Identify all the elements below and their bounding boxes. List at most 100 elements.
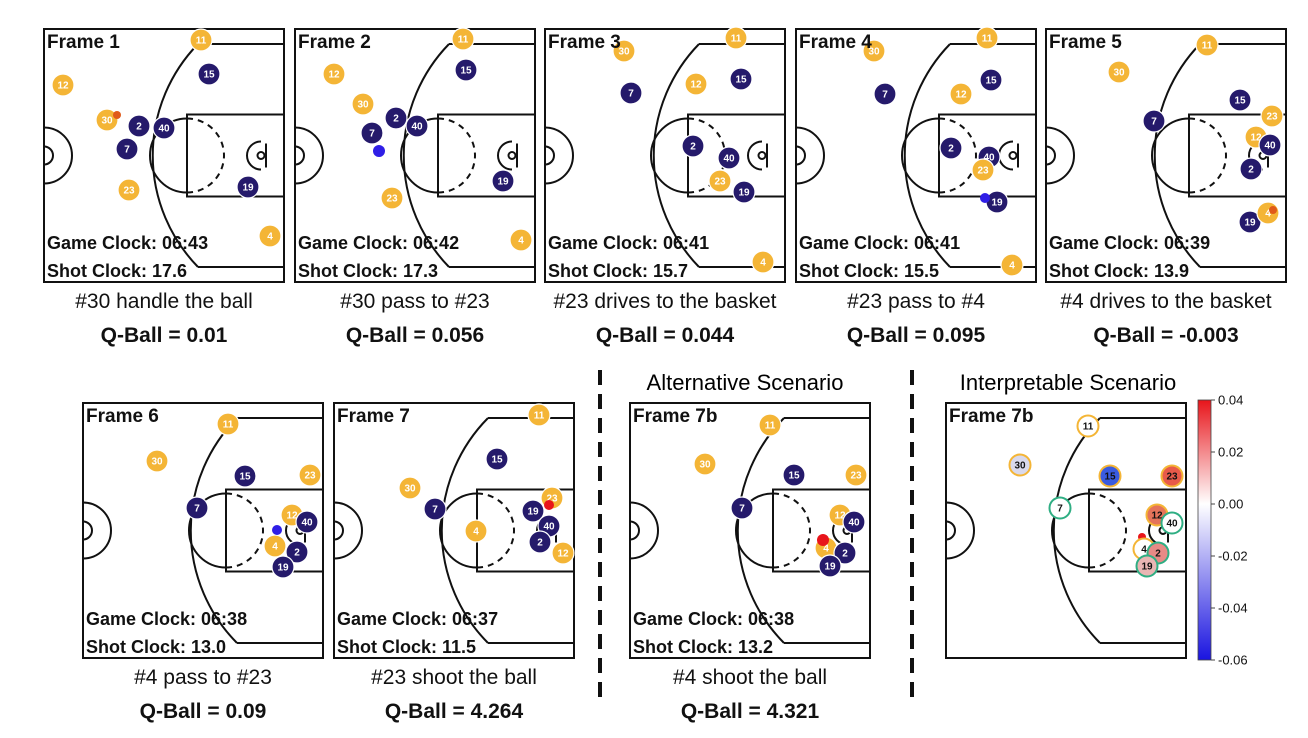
three-point-arc <box>151 43 199 268</box>
player-marker <box>730 496 754 520</box>
court-7 <box>333 402 575 659</box>
player-marker <box>491 169 515 193</box>
center-circle-inner <box>795 145 806 166</box>
player-number: 19 <box>1244 218 1256 229</box>
player-marker <box>975 26 999 50</box>
player-number: 40 <box>848 518 860 529</box>
player-marker <box>758 413 782 437</box>
player-number: 23 <box>304 471 316 482</box>
player-number: 23 <box>546 494 558 505</box>
player-number: 4 <box>1009 261 1015 272</box>
basket-rim <box>507 151 517 160</box>
colorbar-tick-label: 0.04 <box>1218 393 1243 408</box>
player-marker <box>152 116 176 140</box>
player-marker <box>351 92 375 116</box>
player-marker <box>528 530 552 554</box>
offense-player-30: 30 <box>351 92 375 116</box>
player-marker <box>485 447 509 471</box>
defense-player-19: 19 <box>491 169 515 193</box>
qball-value: Q-Ball = 0.056 <box>346 324 484 347</box>
center-circle <box>333 501 363 560</box>
basket-rim <box>1008 151 1018 160</box>
ball <box>272 525 282 535</box>
ball <box>1269 206 1277 214</box>
offense-player-23: 23 <box>708 169 732 193</box>
player-number: 7 <box>1057 504 1063 515</box>
frame-title: Frame 3 <box>548 32 621 53</box>
player-number: 40 <box>411 122 423 133</box>
player-marker <box>527 403 551 427</box>
player-number: 4 <box>272 542 278 553</box>
player-number: 12 <box>328 70 340 81</box>
player-number: 2 <box>393 114 399 125</box>
defense-player-2: 2 <box>528 530 552 554</box>
frame-caption: #4 shoot the ball <box>673 666 827 689</box>
player-number: 30 <box>404 484 416 495</box>
shot-clock: Shot Clock: 17.6 <box>47 261 187 281</box>
three-point-arc <box>1052 417 1101 644</box>
player-marker <box>384 106 408 130</box>
frame-title: Frame 7b <box>949 406 1033 427</box>
defense-player-15: 15 <box>979 68 1003 92</box>
player-marker <box>1258 133 1282 157</box>
offense-player-30: 30 <box>95 108 119 132</box>
defense-player-15: 15 <box>1228 88 1252 112</box>
three-point-arc <box>736 417 785 644</box>
value-player-40: 40 <box>1160 511 1184 535</box>
center-circle <box>544 126 574 185</box>
player-value-marker <box>1076 414 1100 438</box>
player-marker <box>263 534 287 558</box>
player-number: 30 <box>101 116 113 127</box>
offense-player-23: 23 <box>844 463 868 487</box>
player-number: 30 <box>868 47 880 58</box>
offense-player-30: 30 <box>398 476 422 500</box>
three-point-arc <box>1153 43 1201 268</box>
player-marker <box>380 186 404 210</box>
frame-title: Frame 7 <box>337 406 410 427</box>
ball <box>544 500 554 510</box>
game-clock: Game Clock: 06:41 <box>799 233 960 253</box>
defense-player-7: 7 <box>873 82 897 106</box>
frame-caption: #4 pass to #23 <box>134 666 272 689</box>
player-marker <box>684 72 708 96</box>
player-number: 19 <box>991 198 1003 209</box>
offense-player-12: 12 <box>51 73 75 97</box>
player-number: 15 <box>491 455 503 466</box>
player-number: 30 <box>357 100 369 111</box>
value-player-7: 7 <box>1048 496 1072 520</box>
player-marker <box>423 497 447 521</box>
player-marker <box>971 158 995 182</box>
game-clock: Game Clock: 06:39 <box>1049 233 1210 253</box>
basket-rim <box>757 151 767 160</box>
player-marker <box>521 499 545 523</box>
player-marker <box>117 178 141 202</box>
player-marker <box>236 175 260 199</box>
section-title-interpretable: Interpretable Scenario <box>960 370 1176 395</box>
player-marker <box>233 464 257 488</box>
frame-caption: #30 handle the ball <box>75 290 253 313</box>
free-throw-arc-dashed <box>437 117 476 194</box>
defense-player-2: 2 <box>384 106 408 130</box>
player-number: 19 <box>527 507 539 518</box>
free-throw-arc-dashed <box>1188 117 1227 194</box>
player-number: 4 <box>1141 545 1147 556</box>
qball-value: Q-Ball = 0.01 <box>101 324 228 347</box>
player-marker <box>818 554 842 578</box>
player-number: 2 <box>294 548 300 559</box>
frame-caption: #30 pass to #23 <box>340 290 489 313</box>
player-number: 40 <box>301 518 313 529</box>
player-number: 23 <box>386 194 398 205</box>
player-marker <box>681 134 705 158</box>
restricted-arc <box>497 140 513 171</box>
player-marker <box>612 39 636 63</box>
player-number: 19 <box>738 188 750 199</box>
free-throw-arc <box>735 492 774 569</box>
player-marker <box>1195 33 1219 57</box>
free-throw-arc <box>901 117 940 194</box>
defense-player-2: 2 <box>681 134 705 158</box>
paint-key <box>437 113 536 198</box>
value-player-15: 15 <box>1098 464 1122 488</box>
